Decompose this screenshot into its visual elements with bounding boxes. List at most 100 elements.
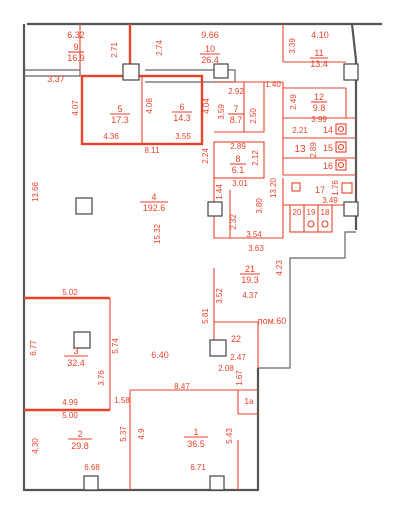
room-12-name: 12 [314, 92, 324, 102]
pom-label: пом.60 [258, 316, 287, 326]
dim: 8.47 [174, 382, 190, 391]
dimension-labels: 6.32 2.71 2.74 9.66 4.10 3.39 3.37 4.07 … [29, 30, 340, 472]
room-2-area: 29.8 [71, 441, 89, 451]
dim: 3.63 [248, 244, 264, 253]
room-19-name: 19 [307, 208, 316, 217]
room-5-area: 17.3 [111, 115, 129, 125]
dim: 3.55 [175, 132, 191, 141]
room-21-name: 21 [245, 264, 255, 274]
dim: 2.89 [309, 142, 318, 158]
room-8-name: 8 [235, 154, 240, 164]
dim: 3.76 [97, 370, 106, 386]
room-11-area: 13.4 [310, 59, 328, 69]
room-13-name: 13 [294, 144, 306, 155]
room-21-area: 19.3 [241, 275, 259, 285]
room-14-name: 14 [323, 125, 333, 135]
dim: 1.76 [331, 180, 340, 196]
room-1-area: 36.5 [187, 439, 205, 449]
dim: 5.74 [111, 338, 120, 354]
dim: 6.71 [190, 463, 206, 472]
dim: 4.99 [62, 398, 78, 407]
room-1a-name: 1a [245, 397, 254, 406]
dim: 8.11 [145, 146, 161, 155]
room-3-name: 3 [73, 346, 78, 356]
dim: 15.32 [153, 223, 162, 244]
dim: 2.21 [292, 126, 308, 135]
sanitary-fixtures [291, 123, 353, 228]
dim: 2.89 [230, 142, 246, 151]
dim: 4.37 [242, 291, 258, 300]
dim: 1.67 [235, 370, 244, 386]
dim: 4.04 [202, 98, 211, 114]
room-6-name: 6 [179, 102, 184, 112]
dim: 5.81 [201, 308, 210, 324]
dim: 4.9 [137, 428, 146, 440]
room-3-area: 32.4 [67, 358, 85, 368]
dim: 13.66 [31, 181, 40, 202]
dim: 2.50 [249, 108, 258, 124]
room-4-area: 192.6 [143, 203, 166, 213]
room-18-name: 18 [321, 208, 330, 217]
dim: 5.37 [119, 426, 128, 442]
dim: 5.02 [62, 288, 78, 297]
room-22-name: 22 [231, 334, 241, 344]
dim: 1.40 [265, 80, 281, 89]
dim: 2.32 [229, 214, 238, 230]
dim: 4.08 [145, 98, 154, 114]
dim: 4.30 [31, 438, 40, 454]
dim: 2.74 [155, 40, 164, 56]
room-9-area: 16.9 [67, 53, 85, 63]
room-8-area: 6.1 [232, 165, 245, 175]
room-4-name: 4 [151, 192, 156, 202]
room-5-name: 5 [117, 104, 122, 114]
dim: 5.43 [225, 428, 234, 444]
dim: 9.66 [201, 30, 219, 40]
room-10-name: 10 [205, 44, 215, 54]
room-6-area: 14.3 [173, 113, 191, 123]
dim: 3.99 [311, 115, 327, 124]
dim: 5.00 [62, 411, 78, 420]
room-labels: 9 16.9 10 26.4 11 13.4 12 9.8 5 17.3 6 1… [64, 42, 333, 451]
dim: 2.47 [230, 353, 246, 362]
dim: 3.52 [215, 288, 224, 304]
room-10-area: 26.4 [201, 55, 219, 65]
structural-columns [73, 63, 359, 491]
dim: 3.39 [288, 38, 297, 54]
dim: 2.12 [251, 150, 260, 166]
room-20-name: 20 [293, 208, 302, 217]
room-17-name: 17 [315, 185, 325, 195]
room-7-area: 8.7 [230, 115, 243, 125]
dim: 3.54 [246, 230, 262, 239]
dim: 2.49 [289, 94, 298, 110]
dim: 4.07 [71, 100, 80, 116]
room-9-name: 9 [73, 42, 78, 52]
dim: 1.58 [114, 396, 130, 405]
dim: 3.80 [255, 198, 264, 214]
dim: 2.24 [201, 148, 210, 164]
dim: 3.59 [217, 104, 226, 120]
dim: 4.23 [275, 260, 284, 276]
dim: 2.08 [218, 364, 234, 373]
room-15-name: 15 [323, 143, 333, 153]
dim: 2.71 [110, 42, 119, 58]
dim: 1.44 [215, 184, 224, 200]
dim: 3.37 [47, 74, 65, 84]
room-2-name: 2 [77, 429, 82, 439]
room-11-name: 11 [314, 48, 323, 58]
dim: 4.36 [103, 132, 119, 141]
dim: 6.68 [84, 463, 100, 472]
dim: 13.20 [269, 177, 278, 198]
dim: 4.10 [311, 30, 329, 40]
room-7-name: 7 [233, 104, 238, 114]
dim: 3.49 [322, 196, 338, 205]
room-1-name: 1 [193, 427, 198, 437]
dim: 3.01 [232, 179, 248, 188]
dim: 6.77 [29, 340, 38, 356]
dim: 2.92 [228, 87, 244, 96]
room-12-area: 9.8 [313, 103, 326, 113]
room-16-name: 16 [323, 161, 333, 171]
dim: 6.40 [151, 350, 169, 360]
dim: 6.32 [67, 30, 85, 40]
partitions [24, 24, 356, 490]
